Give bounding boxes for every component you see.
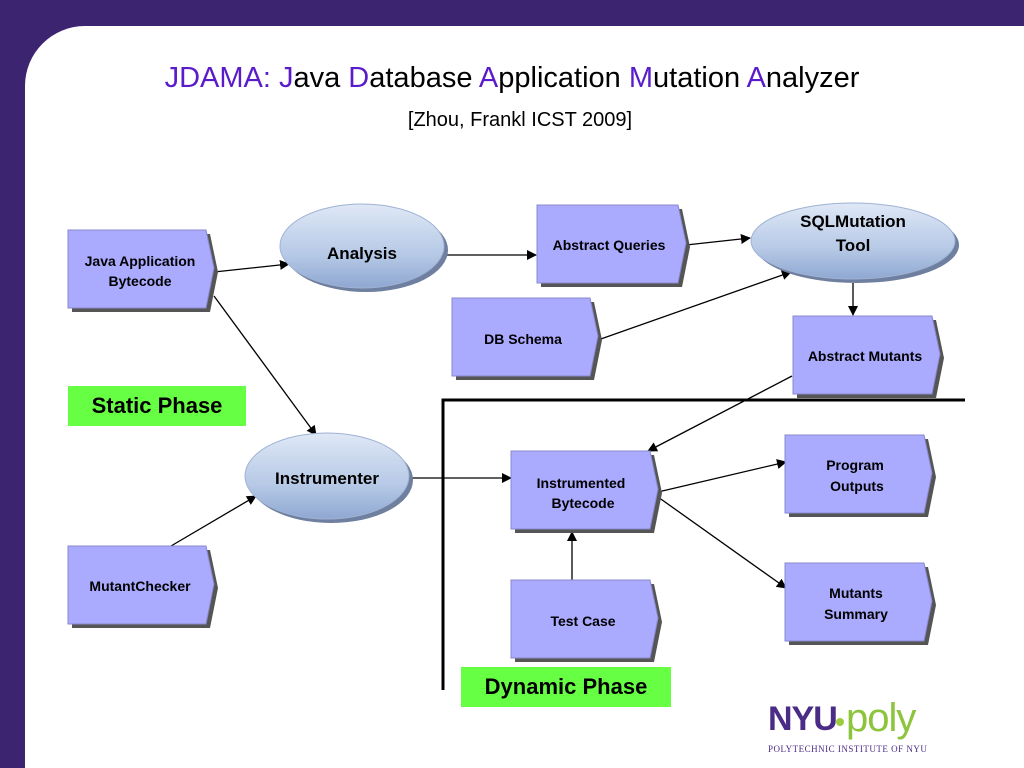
node-test-case: Test Case <box>510 579 662 662</box>
static-phase-label: Static Phase <box>68 386 246 426</box>
citation-subtitle: [Zhou, Frankl ICST 2009] <box>407 109 633 131</box>
logo-poly-text: poly <box>846 696 916 740</box>
edge-schema-sqlmutation <box>597 270 792 341</box>
node-sqlmutation-tool: SQLMutation Tool <box>750 202 959 283</box>
dynamic-phase-boundary <box>441 398 965 690</box>
node-instrumenter: Instrumenter <box>244 432 413 523</box>
node-abstract-queries: Abstract Queries <box>536 204 690 287</box>
node-label: SQLMutation <box>800 212 906 231</box>
node-label: MutantChecker <box>89 578 191 594</box>
page-title: JDAMA: Java Database Application Mutatio… <box>0 62 1024 95</box>
node-label: Abstract Queries <box>553 237 666 253</box>
title-initial: M <box>628 62 654 94</box>
title-initial: D <box>348 62 370 94</box>
node-label: Java Application <box>85 253 196 269</box>
node-java-bytecode: Java Application Bytecode <box>67 229 218 312</box>
logo-tagline: POLYTECHNIC INSTITUTE OF NYU <box>768 744 928 754</box>
node-label: Summary <box>824 606 888 622</box>
title-rest: ava <box>293 62 341 94</box>
edge-mutants-instrumented <box>647 375 793 452</box>
logo-dot <box>836 718 844 726</box>
dynamic-phase-label: Dynamic Phase <box>461 667 671 707</box>
logo-nyu-text: NYU <box>768 700 838 738</box>
node-abstract-mutants: Abstract Mutants <box>792 315 944 398</box>
title-rest: atabase <box>369 62 473 94</box>
edge-queries-sqlmutation <box>685 234 751 246</box>
title-initial: A <box>478 62 499 94</box>
node-program-outputs: Program Outputs <box>784 434 936 517</box>
nyu-poly-logo: NYU poly POLYTECHNIC INSTITUTE OF NYU <box>768 696 938 760</box>
node-label: Bytecode <box>551 495 614 511</box>
node-label: Instrumenter <box>275 469 379 488</box>
node-label: Instrumented <box>537 475 626 491</box>
title-initial: A <box>746 62 766 94</box>
edge-checker-instrumenter <box>170 495 257 547</box>
title-rest: utation <box>653 62 741 94</box>
edge-bytecode-instrumenter <box>213 295 317 436</box>
edges <box>170 234 858 589</box>
node-label: Bytecode <box>108 273 171 289</box>
node-label: Tool <box>836 236 871 255</box>
node-label: Analysis <box>327 244 397 263</box>
node-analysis: Analysis <box>279 203 448 292</box>
title-initial: J <box>278 62 294 94</box>
edge-instrumented-summary <box>657 496 787 589</box>
node-label: Program <box>826 457 884 473</box>
node-mutants-summary: Mutants Summary <box>784 562 936 645</box>
edge-instrumented-outputs <box>657 459 787 493</box>
node-mutant-checker: MutantChecker <box>67 545 218 628</box>
node-label: Test Case <box>550 613 615 629</box>
title-rest: pplication <box>498 62 621 94</box>
node-db-schema: DB Schema <box>451 297 602 380</box>
node-label: Mutants <box>829 585 883 601</box>
title-rest: nalyzer <box>765 62 860 94</box>
node-label: DB Schema <box>484 331 562 347</box>
title-prefix: JDAMA: <box>164 62 271 94</box>
node-instrumented-bytecode: Instrumented Bytecode <box>510 450 662 533</box>
edge-bytecode-analysis <box>213 259 290 273</box>
node-label: Abstract Mutants <box>808 348 923 364</box>
node-label: Outputs <box>830 478 884 494</box>
